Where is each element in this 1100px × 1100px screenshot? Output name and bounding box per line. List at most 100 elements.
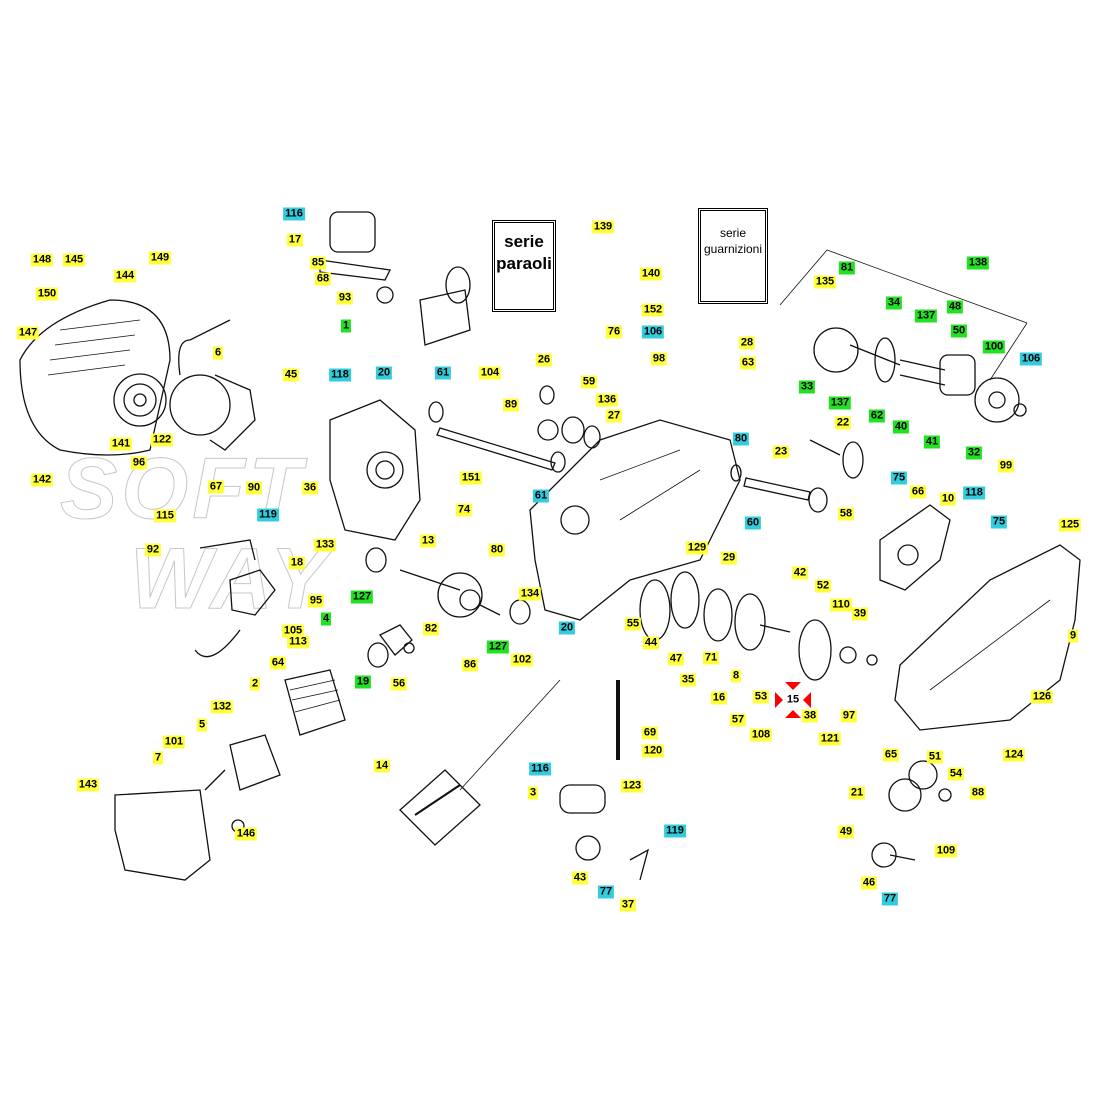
callout-1[interactable]: 1: [340, 319, 352, 333]
callout-146[interactable]: 146: [234, 827, 258, 841]
callout-133[interactable]: 133: [313, 538, 337, 552]
callout-88[interactable]: 88: [969, 786, 987, 800]
callout-139[interactable]: 139: [591, 220, 615, 234]
callout-116[interactable]: 116: [283, 207, 305, 221]
callout-14[interactable]: 14: [373, 759, 391, 773]
callout-58[interactable]: 58: [837, 507, 855, 521]
callout-100[interactable]: 100: [982, 340, 1006, 354]
callout-7[interactable]: 7: [152, 751, 164, 765]
callout-110[interactable]: 110: [830, 598, 852, 612]
callout-43[interactable]: 43: [571, 871, 589, 885]
callout-147[interactable]: 147: [16, 326, 40, 340]
callout-149[interactable]: 149: [148, 251, 172, 265]
callout-61[interactable]: 61: [532, 489, 550, 503]
callout-106[interactable]: 106: [1019, 352, 1043, 366]
callout-90[interactable]: 90: [245, 481, 263, 495]
callout-35[interactable]: 35: [679, 673, 697, 687]
callout-55[interactable]: 55: [624, 617, 642, 631]
callout-37[interactable]: 37: [619, 898, 637, 912]
callout-129[interactable]: 129: [685, 541, 709, 555]
callout-118[interactable]: 118: [329, 368, 351, 382]
callout-123[interactable]: 123: [620, 779, 644, 793]
callout-108[interactable]: 108: [749, 728, 773, 742]
callout-21[interactable]: 21: [848, 786, 866, 800]
callout-18[interactable]: 18: [288, 556, 306, 570]
callout-2[interactable]: 2: [249, 677, 261, 691]
callout-8[interactable]: 8: [730, 669, 742, 683]
callout-138[interactable]: 138: [966, 256, 990, 270]
callout-4[interactable]: 4: [320, 612, 332, 626]
callout-22[interactable]: 22: [834, 416, 852, 430]
callout-137[interactable]: 137: [828, 396, 852, 410]
callout-119[interactable]: 119: [664, 824, 686, 838]
callout-96[interactable]: 96: [130, 456, 148, 470]
callout-54[interactable]: 54: [947, 767, 965, 781]
callout-106[interactable]: 106: [641, 325, 665, 339]
callout-67[interactable]: 67: [207, 480, 225, 494]
callout-120[interactable]: 120: [641, 744, 665, 758]
callout-32[interactable]: 32: [965, 446, 983, 460]
callout-29[interactable]: 29: [720, 551, 738, 565]
callout-137[interactable]: 137: [914, 309, 938, 323]
callout-10[interactable]: 10: [939, 492, 957, 506]
callout-140[interactable]: 140: [639, 267, 663, 281]
callout-49[interactable]: 49: [837, 825, 855, 839]
callout-13[interactable]: 13: [419, 534, 437, 548]
callout-104[interactable]: 104: [478, 366, 502, 380]
callout-127[interactable]: 127: [486, 640, 510, 654]
callout-126[interactable]: 126: [1030, 690, 1054, 704]
callout-61[interactable]: 61: [434, 366, 452, 380]
callout-136[interactable]: 136: [595, 393, 619, 407]
callout-102[interactable]: 102: [510, 653, 534, 667]
callout-3[interactable]: 3: [527, 786, 539, 800]
callout-101[interactable]: 101: [162, 735, 186, 749]
callout-28[interactable]: 28: [738, 336, 756, 350]
callout-20[interactable]: 20: [375, 366, 393, 380]
callout-115[interactable]: 115: [154, 509, 176, 523]
callout-119[interactable]: 119: [257, 508, 279, 522]
callout-82[interactable]: 82: [422, 622, 440, 636]
callout-44[interactable]: 44: [642, 636, 660, 650]
callout-148[interactable]: 148: [30, 253, 54, 267]
callout-64[interactable]: 64: [269, 656, 287, 670]
callout-150[interactable]: 150: [35, 287, 59, 301]
callout-47[interactable]: 47: [667, 652, 685, 666]
callout-16[interactable]: 16: [710, 691, 728, 705]
callout-135[interactable]: 135: [813, 275, 837, 289]
callout-105[interactable]: 105: [281, 624, 305, 638]
callout-57[interactable]: 57: [729, 713, 747, 727]
callout-124[interactable]: 124: [1002, 748, 1026, 762]
callout-116[interactable]: 116: [529, 762, 551, 776]
callout-93[interactable]: 93: [336, 291, 354, 305]
callout-125[interactable]: 125: [1058, 518, 1082, 532]
callout-99[interactable]: 99: [997, 459, 1015, 473]
callout-56[interactable]: 56: [390, 677, 408, 691]
callout-34[interactable]: 34: [885, 296, 903, 310]
callout-26[interactable]: 26: [535, 353, 553, 367]
callout-89[interactable]: 89: [502, 398, 520, 412]
callout-60[interactable]: 60: [744, 516, 762, 530]
callout-75[interactable]: 75: [890, 471, 908, 485]
callout-6[interactable]: 6: [212, 346, 224, 360]
callout-53[interactable]: 53: [752, 690, 770, 704]
callout-17[interactable]: 17: [286, 233, 304, 247]
callout-122[interactable]: 122: [150, 433, 174, 447]
callout-20[interactable]: 20: [558, 621, 576, 635]
callout-74[interactable]: 74: [455, 503, 473, 517]
callout-98[interactable]: 98: [650, 352, 668, 366]
callout-86[interactable]: 86: [461, 658, 479, 672]
callout-62[interactable]: 62: [868, 409, 886, 423]
callout-85[interactable]: 85: [309, 256, 327, 270]
callout-145[interactable]: 145: [62, 253, 86, 267]
callout-80[interactable]: 80: [732, 432, 750, 446]
callout-144[interactable]: 144: [113, 269, 137, 283]
callout-80[interactable]: 80: [488, 543, 506, 557]
callout-77[interactable]: 77: [881, 892, 899, 906]
callout-9[interactable]: 9: [1067, 629, 1079, 643]
callout-142[interactable]: 142: [30, 473, 54, 487]
callout-69[interactable]: 69: [641, 726, 659, 740]
callout-40[interactable]: 40: [892, 420, 910, 434]
callout-76[interactable]: 76: [605, 325, 623, 339]
callout-71[interactable]: 71: [702, 651, 720, 665]
callout-48[interactable]: 48: [946, 300, 964, 314]
